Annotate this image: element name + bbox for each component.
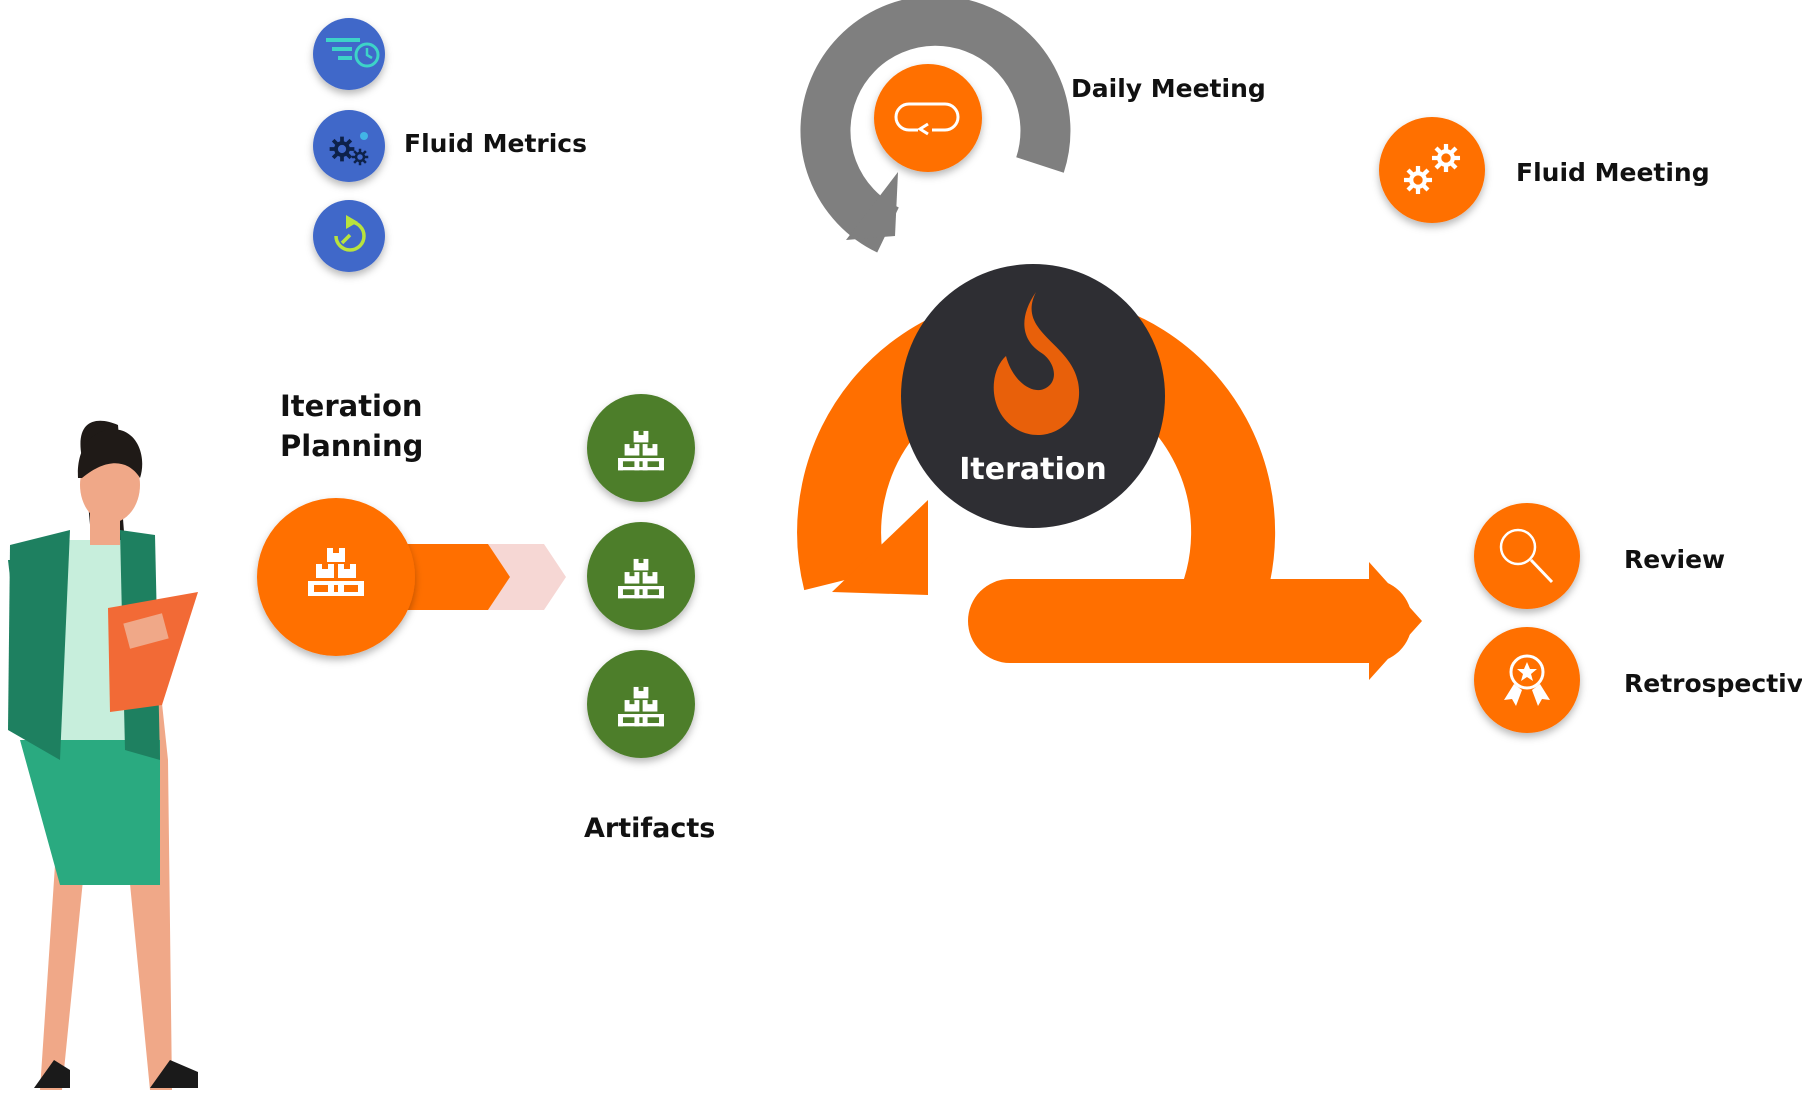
fluid-meeting-icon	[1379, 117, 1485, 223]
iteration-planning-icon	[257, 498, 415, 656]
planning-arrow	[400, 544, 566, 610]
iteration-planning-label: Iteration Planning	[280, 386, 423, 466]
iteration-planning-line1: Iteration	[280, 389, 423, 423]
review-icon	[1474, 503, 1580, 609]
review-label: Review	[1624, 545, 1726, 574]
gears-icon	[313, 110, 385, 182]
daily-meeting-loop-arrow	[800, 0, 1071, 253]
flame-logo-icon	[993, 292, 1080, 436]
retrospective-icon	[1474, 627, 1580, 733]
daily-meeting-icon	[874, 64, 982, 172]
retrospective-label: Retrospective	[1624, 669, 1802, 698]
iteration-planning-line2: Planning	[280, 429, 424, 463]
artifact-icon	[587, 650, 695, 758]
fluid-meeting-label: Fluid Meeting	[1516, 158, 1710, 187]
daily-meeting-label: Daily Meeting	[1071, 74, 1266, 103]
artifact-icon	[587, 522, 695, 630]
iteration-core: Iteration	[901, 264, 1165, 528]
iteration-label: Iteration	[959, 452, 1106, 487]
speed-clock-icon	[313, 18, 385, 90]
artifact-icon	[587, 394, 695, 502]
woman-with-clipboard-icon	[8, 420, 198, 1090]
refresh-arrow-icon	[313, 200, 385, 272]
fluid-metrics-label: Fluid Metrics	[404, 129, 587, 158]
artifacts-label: Artifacts	[584, 813, 716, 844]
